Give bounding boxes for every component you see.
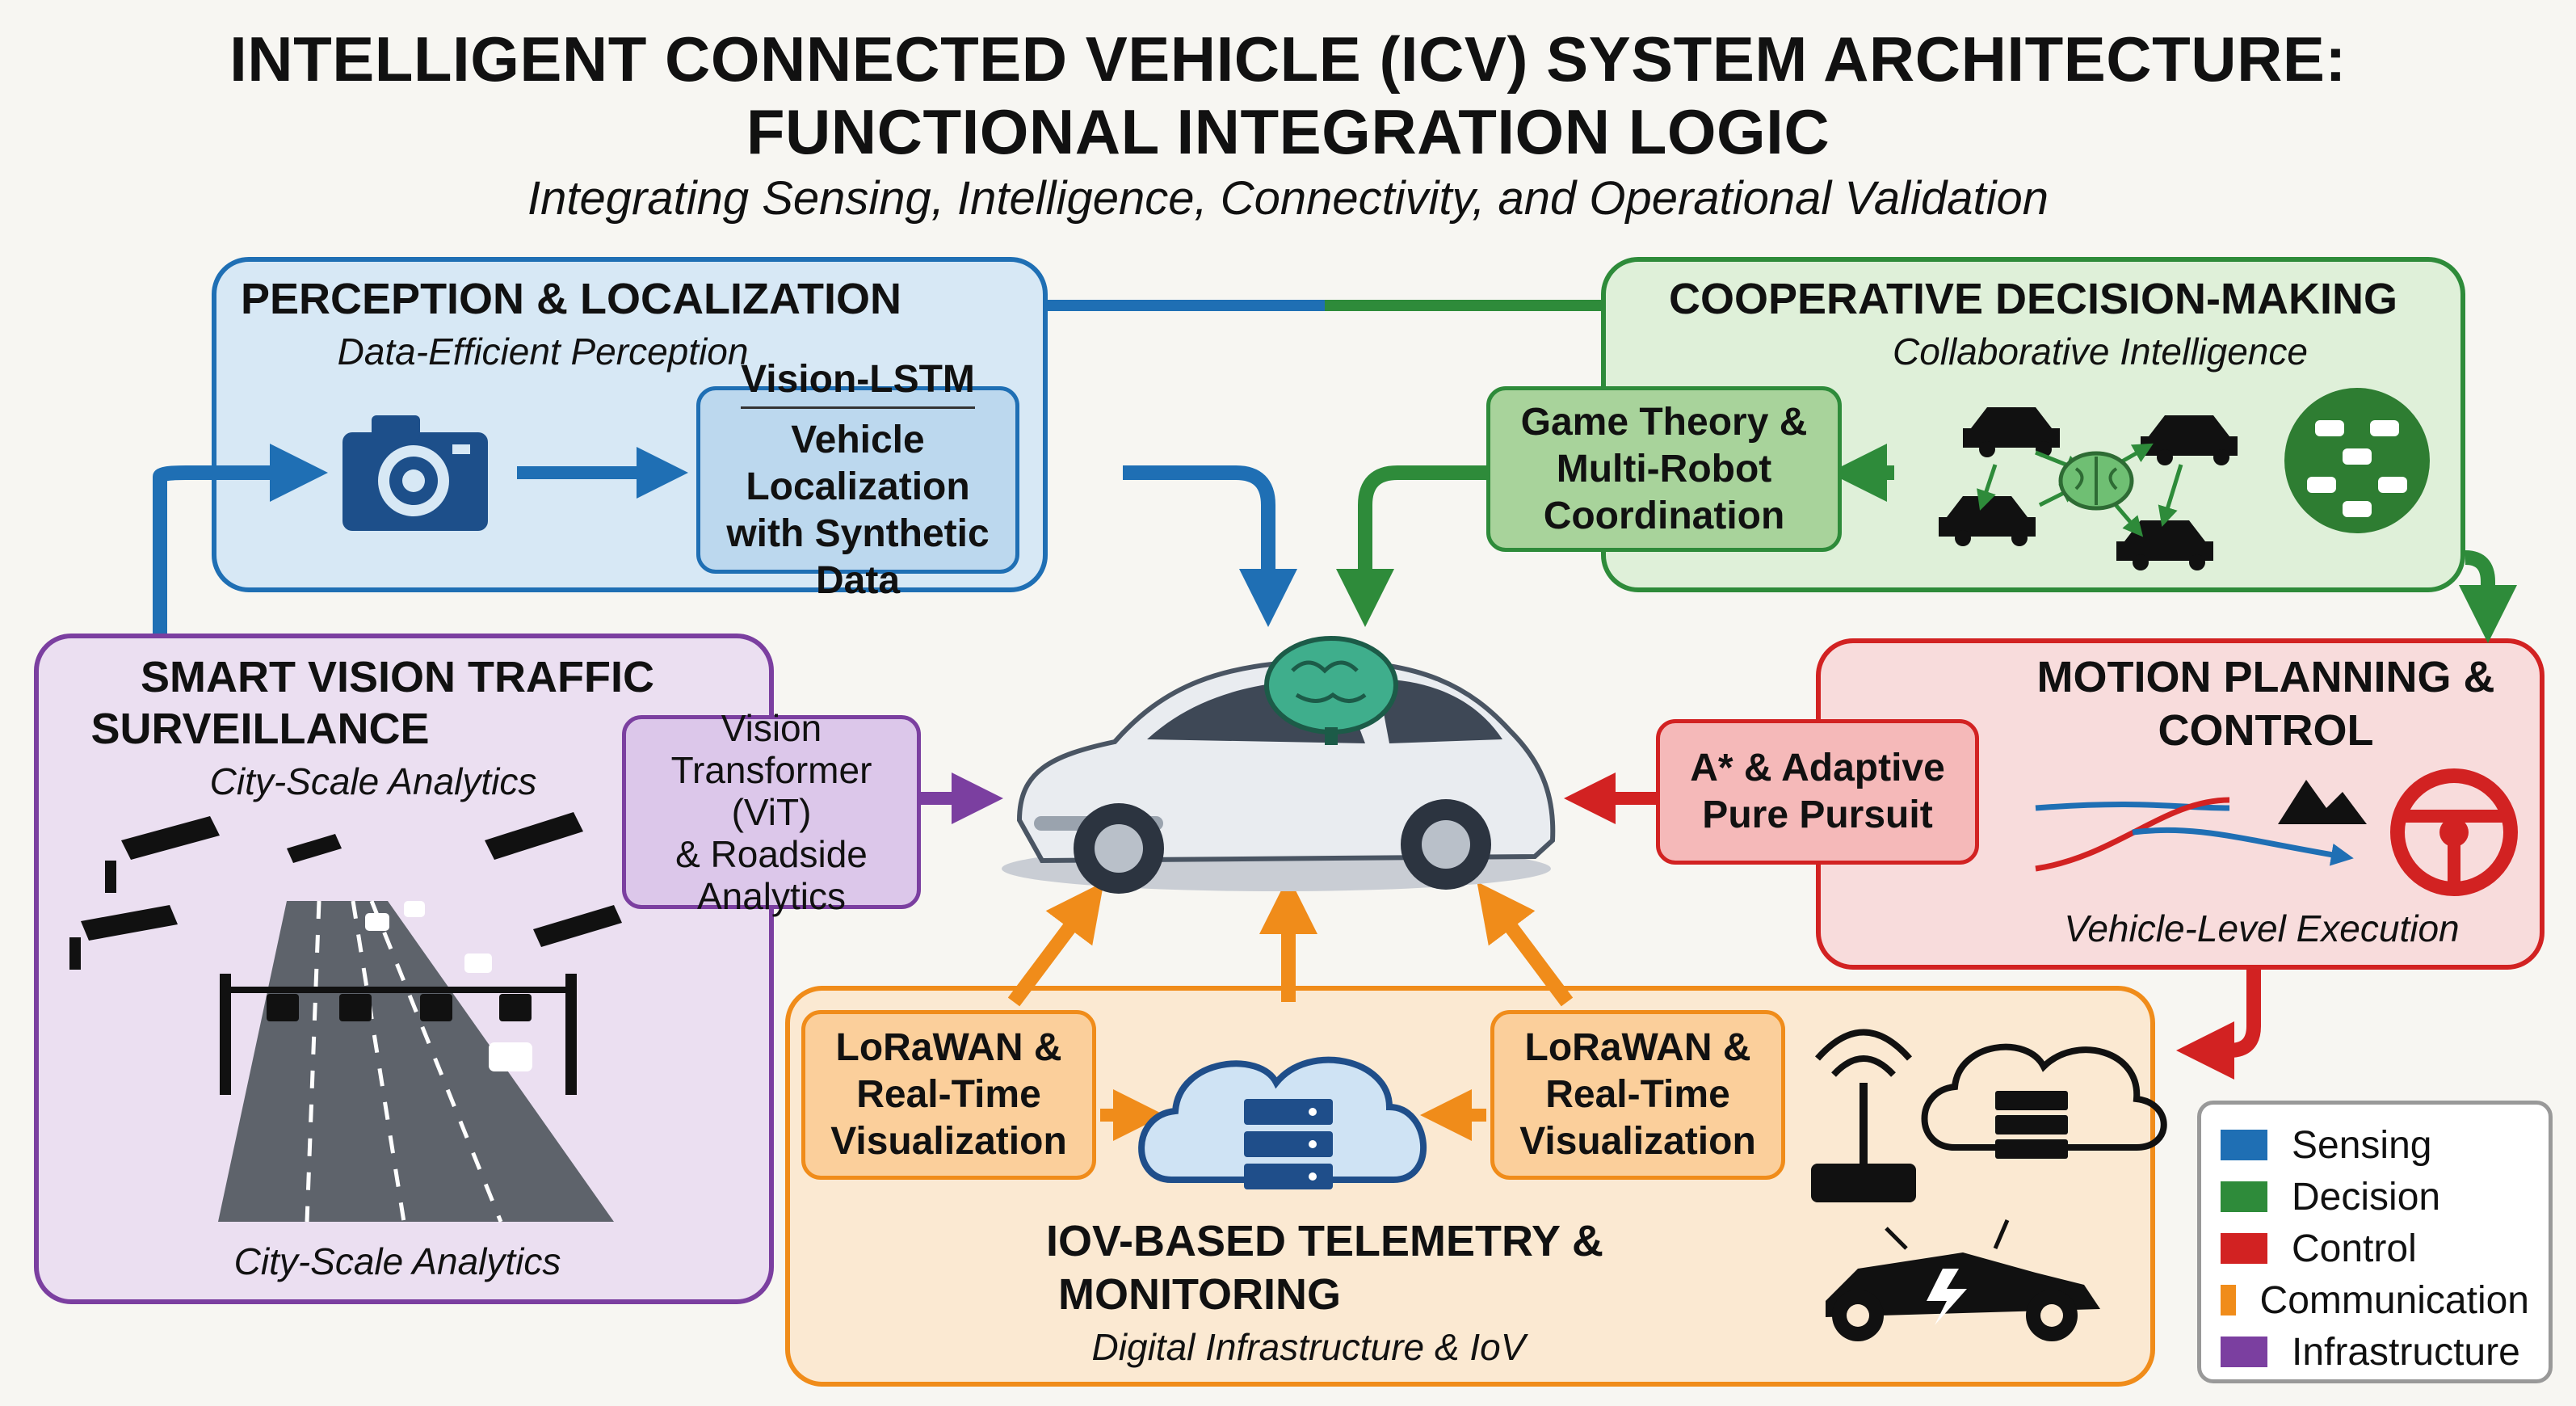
camera-icon	[342, 415, 488, 531]
steering-wheel-icon	[2390, 768, 2518, 896]
legend-swatch	[2221, 1130, 2267, 1160]
cloud-icon	[1921, 1043, 2167, 1159]
legend-item-sensing: Sensing	[2221, 1119, 2529, 1171]
pure-pursuit-line2: Pure Pursuit	[1702, 794, 1933, 836]
traffic-road-icon	[69, 812, 622, 1223]
lorawan-left-line1: LoRaWAN &	[835, 1026, 1062, 1069]
perception-subtitle: Data-Efficient Perception	[337, 330, 749, 373]
vit-line2: Transformer (ViT)	[670, 749, 872, 833]
path-icon	[2035, 797, 2354, 872]
legend-label: Sensing	[2292, 1123, 2432, 1167]
page-title: INTELLIGENT CONNECTED VEHICLE (ICV) SYST…	[229, 23, 2347, 95]
surveillance-title-line1: SMART VISION TRAFFIC	[141, 653, 654, 701]
legend-item-infrastructure: Infrastructure	[2221, 1326, 2529, 1378]
legend: Sensing Decision Control Communication I…	[2197, 1101, 2553, 1383]
legend-label: Communication	[2259, 1278, 2529, 1322]
vit-line1: Vision	[721, 707, 822, 749]
perception-to-vehicle-arrow	[1123, 465, 1297, 627]
race-car-icon	[1826, 1219, 2100, 1341]
motion-title-line1: MOTION PLANNING &	[2036, 653, 2495, 701]
legend-swatch	[2221, 1285, 2236, 1315]
legend-item-control: Control	[2221, 1223, 2529, 1274]
vision-lstm-title: Vision-LSTM	[741, 356, 975, 409]
fleet-icon	[2284, 388, 2430, 533]
surveillance-to-perception-arrow	[153, 444, 328, 634]
legend-swatch	[2221, 1337, 2267, 1367]
page-subtitle: Integrating Sensing, Intelligence, Conne…	[527, 172, 2049, 225]
decision-subtitle: Collaborative Intelligence	[1893, 330, 2308, 373]
motion-footer: Vehicle-Level Execution	[2064, 907, 2460, 949]
surveillance-subtitle: City-Scale Analytics	[209, 760, 537, 802]
router-icon	[1811, 1029, 1916, 1202]
vision-lstm-line1: Vehicle Localization	[746, 418, 970, 508]
legend-label: Control	[2292, 1227, 2417, 1270]
lorawan-left-line2: Real-Time	[856, 1073, 1041, 1116]
game-theory-line1: Game Theory &	[1520, 400, 1808, 444]
lorawan-right-line3: Visualization	[1519, 1120, 1756, 1163]
pure-pursuit-box: A* & Adaptive Pure Pursuit	[1656, 719, 1979, 865]
legend-item-decision: Decision	[2221, 1171, 2529, 1223]
vision-lstm-box: Vision-LSTM Vehicle Localization with Sy…	[696, 358, 1019, 602]
pure-pursuit-line1: A* & Adaptive	[1690, 747, 1945, 789]
lorawan-right-line2: Real-Time	[1545, 1073, 1730, 1116]
motion-title-line2: CONTROL	[2158, 706, 2374, 755]
cloud-server-icon	[1138, 1056, 1427, 1189]
surveillance-title-line2: SURVEILLANCE	[90, 705, 430, 753]
perception-title: PERCEPTION & LOCALIZATION	[241, 275, 901, 323]
lorawan-right-line1: LoRaWAN &	[1524, 1026, 1751, 1069]
brain-icon	[1264, 636, 1398, 745]
surveillance-footer: City-Scale Analytics	[233, 1240, 561, 1282]
lorawan-right-box: LoRaWAN & Real-Time Visualization	[1490, 1010, 1785, 1180]
vision-lstm-line2: with Synthetic Data	[726, 511, 990, 602]
telemetry-title-line2: MONITORING	[1058, 1270, 1341, 1319]
vit-line4: Analytics	[696, 875, 847, 917]
vit-box: Vision Transformer (ViT) & Roadside Anal…	[622, 707, 921, 917]
vit-line3: & Roadside	[675, 833, 868, 875]
legend-label: Decision	[2292, 1175, 2441, 1219]
telemetry-to-vehicle-arrow-left	[1007, 882, 1104, 1007]
lorawan-left-box: LoRaWAN & Real-Time Visualization	[801, 1010, 1096, 1180]
decision-to-vehicle-arrow	[1336, 465, 1486, 627]
game-theory-line3: Coordination	[1543, 494, 1785, 537]
telemetry-to-vehicle-arrow-right	[1477, 882, 1574, 1007]
game-theory-box: Game Theory & Multi-Robot Coordination	[1486, 386, 1842, 552]
legend-swatch	[2221, 1233, 2267, 1264]
page-title-line2: FUNCTIONAL INTEGRATION LOGIC	[746, 96, 1830, 167]
vehicle-icon	[1002, 636, 1556, 894]
motion-to-telemetry-arrow	[2176, 970, 2261, 1080]
brain-icon	[2058, 451, 2134, 511]
legend-swatch	[2221, 1181, 2267, 1212]
obstacle-icon	[2278, 780, 2367, 824]
decision-title: COOPERATIVE DECISION-MAKING	[1668, 275, 2398, 323]
telemetry-subtitle: Digital Infrastructure & IoV	[1091, 1326, 1526, 1368]
legend-label: Infrastructure	[2292, 1330, 2520, 1374]
telemetry-title-line1: IOV-BASED TELEMETRY &	[1045, 1217, 1604, 1265]
legend-item-communication: Communication	[2221, 1274, 2529, 1326]
decision-to-motion-arrow	[2459, 550, 2517, 643]
lorawan-left-line3: Visualization	[830, 1120, 1067, 1163]
game-theory-line2: Multi-Robot	[1556, 447, 1772, 490]
car-network-icon	[1939, 407, 2238, 570]
